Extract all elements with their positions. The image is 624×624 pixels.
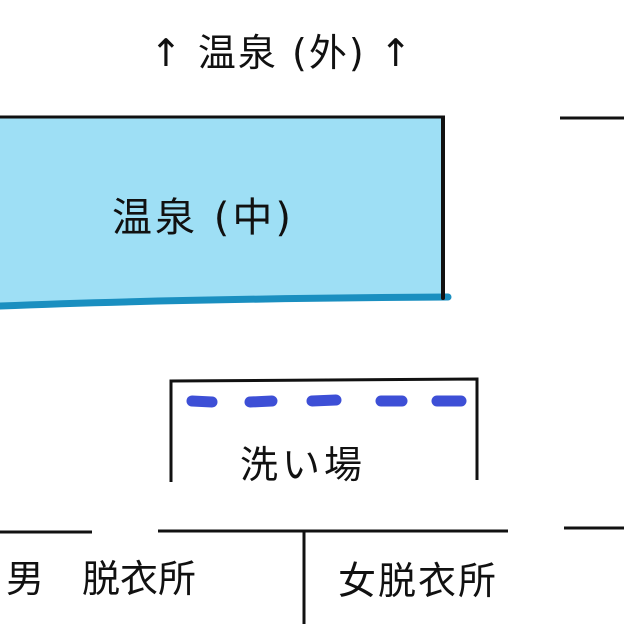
indoor-bath-bottom-edge	[0, 293, 452, 310]
wash-area-outline	[169, 377, 479, 482]
wash-area-label: 洗い場	[240, 443, 367, 487]
shower-dash	[244, 395, 278, 408]
shower-dash	[186, 395, 218, 408]
shower-dash	[306, 394, 342, 407]
indoor-bath-pool	[0, 118, 442, 307]
men-changing-room-label: 男 脱衣所	[6, 557, 197, 601]
outdoor-bath-label: ↑ 温泉 (外) ↑	[150, 31, 414, 75]
indoor-bath-label: 温泉 (中)	[112, 195, 294, 241]
women-changing-room-label: 女脱衣所	[338, 559, 499, 603]
